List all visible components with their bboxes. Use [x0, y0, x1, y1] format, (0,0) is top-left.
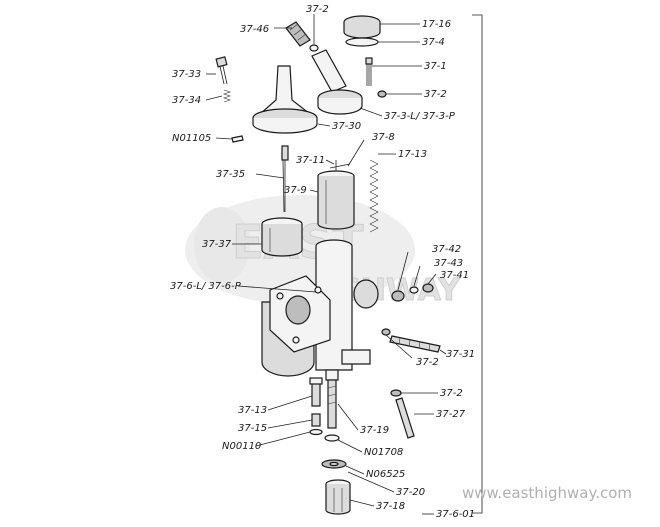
part-37-2-top-ring [309, 44, 319, 52]
label-37-41: 37-41 [440, 270, 469, 281]
label-37-31: 37-31 [446, 349, 475, 360]
part-labels: 37-2 37-46 17-16 37-4 37-1 37-33 37-34 3… [170, 4, 475, 520]
part-37-37-float [261, 217, 303, 257]
label-37-4: 37-4 [422, 37, 445, 48]
part-37-9-throttle-slide [317, 170, 355, 230]
part-37-27-screw [395, 397, 415, 439]
part-N00110-washer [309, 428, 323, 436]
part-37-43-washer [409, 286, 419, 294]
label-37-35: 37-35 [216, 169, 245, 180]
part-37-2-nut-low [390, 389, 402, 397]
part-37-18-nut [325, 479, 351, 515]
label-N01708: N01708 [364, 447, 403, 458]
assembly-bracket [472, 14, 483, 514]
part-37-31-idle-screw [389, 335, 441, 353]
part-N01105-pin [231, 135, 244, 143]
label-N00110: N00110 [222, 441, 261, 452]
label-assembly-37-6-01: 37-6-01 [436, 509, 475, 520]
part-37-2-nut-mid [381, 328, 391, 336]
label-37-2-mid: 37-2 [416, 357, 439, 368]
label-37-37: 37-37 [202, 239, 232, 250]
part-37-34-spring [223, 89, 231, 103]
part-17-13-spring [369, 159, 379, 233]
label-37-2-low: 37-2 [440, 388, 463, 399]
part-37-1-screw [365, 57, 373, 86]
label-37-6: 37-6-L/ 37-6-P [170, 281, 242, 292]
part-37-46-cable-adjuster [285, 21, 311, 47]
part-37-30-top-cover [252, 65, 318, 134]
label-17-13: 17-13 [398, 149, 427, 160]
part-37-13-jet [309, 377, 323, 407]
part-37-6-carburetor-body [261, 239, 379, 377]
part-37-41-plug [422, 283, 434, 293]
label-37-13: 37-13 [238, 405, 267, 416]
label-37-34: 37-34 [172, 95, 201, 106]
label-N06525: N06525 [366, 469, 405, 480]
part-37-2-nut-right [377, 90, 387, 98]
label-17-16: 17-16 [422, 19, 451, 30]
leader-lines [205, 14, 447, 507]
label-37-33: 37-33 [172, 69, 201, 80]
label-N01105: N01105 [172, 133, 211, 144]
part-37-35-needle [281, 145, 289, 213]
label-37-3: 37-3-L/ 37-3-P [384, 111, 456, 122]
part-37-15-jet [311, 413, 321, 427]
part-37-19-needle-jet [325, 369, 339, 429]
part-N06525-washer [321, 459, 347, 469]
label-37-2-top: 37-2 [306, 4, 329, 15]
label-37-9: 37-9 [284, 185, 307, 196]
label-37-46: 37-46 [240, 24, 269, 35]
label-37-8: 37-8 [372, 132, 395, 143]
part-17-16-cap [343, 15, 381, 39]
part-37-42-plug [391, 290, 405, 302]
label-37-30: 37-30 [332, 121, 361, 132]
label-37-1: 37-1 [424, 61, 447, 72]
part-37-11-clip [329, 160, 351, 172]
label-37-43: 37-43 [434, 258, 463, 269]
watermark-website: www.easthighway.com [462, 484, 632, 502]
label-37-11: 37-11 [296, 155, 325, 166]
label-37-15: 37-15 [238, 423, 267, 434]
label-37-20: 37-20 [396, 487, 425, 498]
label-37-18: 37-18 [376, 501, 405, 512]
part-37-3-elbow [311, 49, 363, 115]
label-37-19: 37-19 [360, 425, 389, 436]
label-37-42: 37-42 [432, 244, 461, 255]
label-37-2-right: 37-2 [424, 89, 447, 100]
part-37-4-washer [345, 37, 379, 47]
part-37-33-screw [215, 56, 228, 85]
label-37-27: 37-27 [436, 409, 466, 420]
part-N01708-washer [324, 434, 340, 442]
